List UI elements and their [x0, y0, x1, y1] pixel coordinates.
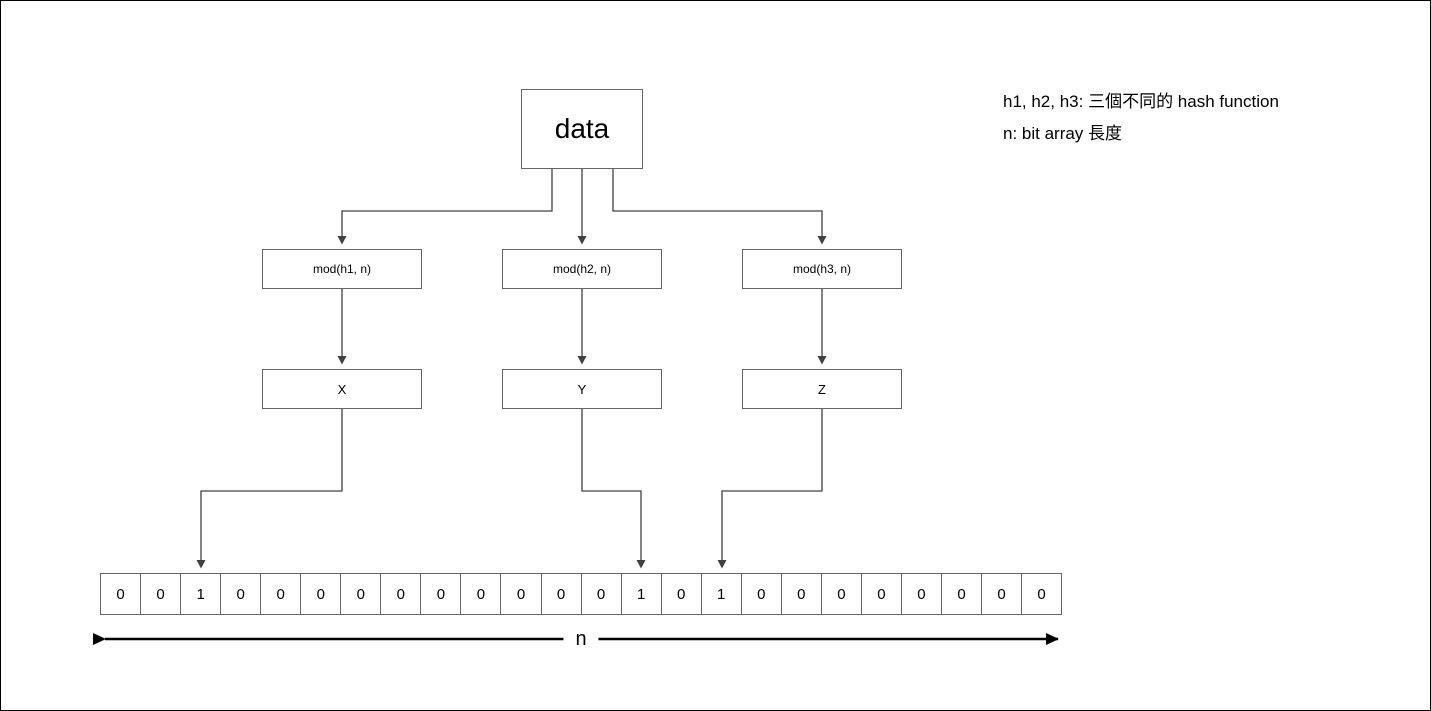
node-mod-h3: mod(h3, n)	[742, 249, 902, 289]
bit-cell-4: 0	[261, 574, 302, 614]
bit-cell-1: 0	[141, 574, 182, 614]
bit-cell-21: 0	[942, 574, 983, 614]
bit-cell-6: 0	[341, 574, 382, 614]
edge-x-to-bit2	[196, 409, 343, 569]
legend-line-bit-array-length: n: bit array 長度	[1003, 124, 1123, 143]
bit-array: 0 0 1 0 0 0 0 0 0 0 0 0 0 1 0 1 0 0 0 0 …	[100, 573, 1062, 615]
bit-cell-13: 1	[622, 574, 662, 614]
bit-cell-9: 0	[461, 574, 502, 614]
bit-cell-8: 0	[421, 574, 462, 614]
bit-cell-7: 0	[381, 574, 422, 614]
bit-cell-3: 0	[221, 574, 262, 614]
node-data: data	[521, 89, 643, 169]
legend: h1, h2, h3: 三個不同的 hash function n: bit a…	[1003, 86, 1279, 150]
node-mod-h2: mod(h2, n)	[502, 249, 662, 289]
bit-cell-2: 1	[181, 574, 222, 614]
bit-cell-12: 0	[582, 574, 622, 614]
bit-cell-10: 0	[501, 574, 542, 614]
bit-cell-15: 1	[702, 574, 742, 614]
node-mod-h1: mod(h1, n)	[262, 249, 422, 289]
bit-cell-14: 0	[662, 574, 702, 614]
bit-cell-16: 0	[742, 574, 782, 614]
bit-cell-22: 0	[982, 574, 1023, 614]
legend-line-hash-functions: h1, h2, h3: 三個不同的 hash function	[1003, 92, 1279, 111]
edge-data-to-mod3	[612, 169, 827, 245]
node-z: Z	[742, 369, 902, 409]
bit-cell-17: 0	[782, 574, 822, 614]
bit-cell-5: 0	[301, 574, 342, 614]
node-x: X	[262, 369, 422, 409]
bit-cell-23: 0	[1037, 585, 1046, 603]
bit-cell-18: 0	[822, 574, 862, 614]
bit-cell-19: 0	[862, 574, 902, 614]
bit-cell-11: 0	[542, 574, 582, 614]
n-length-label: n	[563, 626, 599, 652]
bit-cell-20: 0	[902, 574, 942, 614]
node-y: Y	[502, 369, 662, 409]
edge-data-to-mod1	[337, 169, 553, 245]
bit-cell-0: 0	[101, 574, 142, 614]
edge-z-to-bit15	[717, 409, 823, 569]
edge-y-to-bit13	[581, 409, 646, 569]
